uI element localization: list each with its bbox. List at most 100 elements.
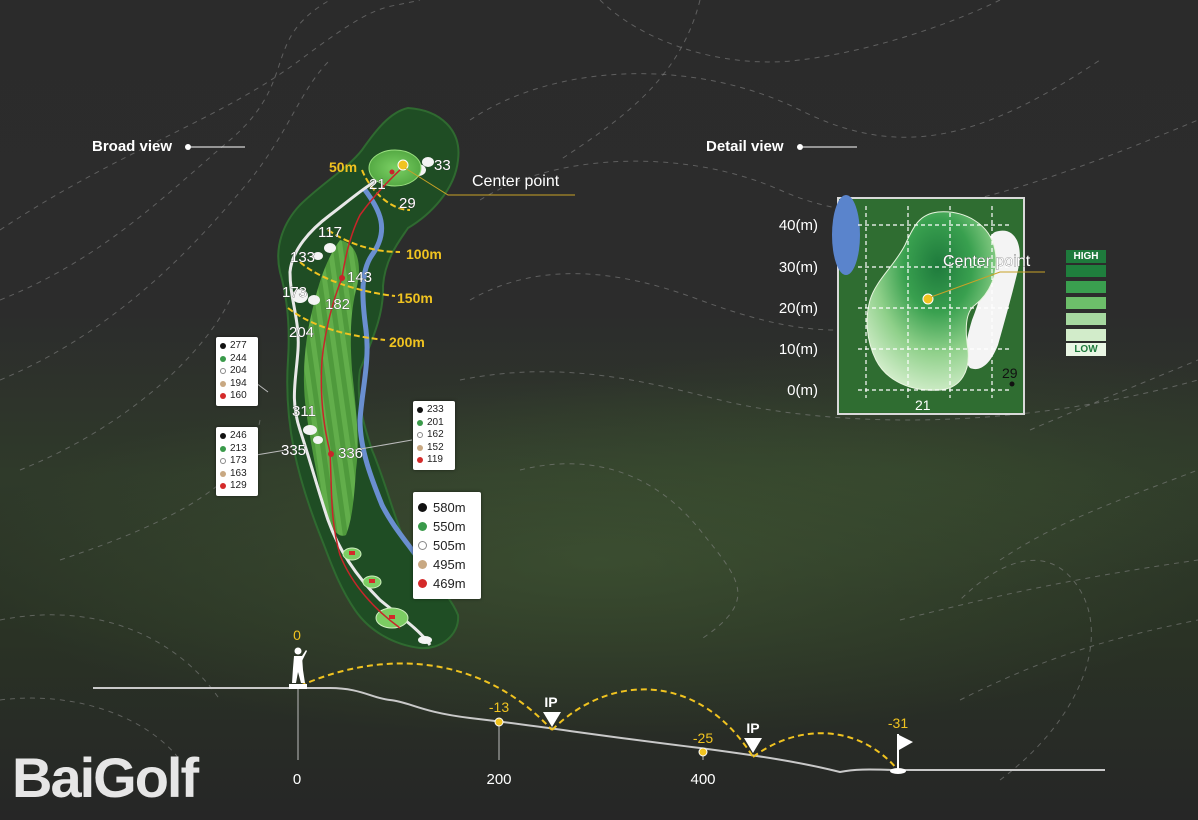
flag-icon xyxy=(890,734,913,774)
hole-number: 335 xyxy=(281,442,306,459)
legend-value: 244 xyxy=(230,352,247,364)
distance-value: 0 xyxy=(293,771,301,788)
fairway xyxy=(303,240,359,536)
center-point-label: Center point xyxy=(472,173,560,190)
legend-dot-icon xyxy=(220,380,226,387)
hole-number: 133 xyxy=(290,249,315,266)
axis-label: 20(m) xyxy=(779,300,818,317)
legend-row: 580m xyxy=(418,498,476,517)
legend-row: 173 xyxy=(220,455,254,468)
legend-row: 160 xyxy=(220,390,254,403)
golfer-icon xyxy=(289,647,307,689)
ip-label: IP xyxy=(746,720,759,736)
hole-number: 173 xyxy=(282,284,307,301)
legend-dot-icon xyxy=(417,407,423,414)
brand-logo-text: BaiGolf xyxy=(12,746,199,809)
detail-grid xyxy=(858,206,1010,398)
legend-dot-icon xyxy=(417,419,423,426)
legend-value: 201 xyxy=(427,416,444,428)
legend-dot-icon xyxy=(220,483,226,490)
legend-dot-icon xyxy=(220,343,226,350)
scale-low: LOW xyxy=(1066,343,1106,356)
legend-dot-icon xyxy=(220,470,226,477)
legend-value: 173 xyxy=(230,455,247,466)
legend-row: 495m xyxy=(418,555,476,574)
elevation-value: 0 xyxy=(293,627,301,643)
legend-row: 213 xyxy=(220,443,254,456)
hole-number: 182 xyxy=(325,296,350,313)
ground-line xyxy=(93,687,1105,774)
legend-value: 505m xyxy=(433,538,466,553)
hole-number: 117 xyxy=(318,224,342,241)
legend-dot-icon xyxy=(417,444,423,451)
legend-dot-icon xyxy=(417,432,423,439)
putting-green xyxy=(368,149,422,187)
hole-number: 311 xyxy=(292,403,316,420)
broad-view-text: Broad view xyxy=(92,138,173,155)
ip-markers xyxy=(543,712,762,753)
ip-label: IP xyxy=(544,694,557,710)
legend-value: 246 xyxy=(230,430,247,441)
legend-value: 213 xyxy=(230,442,247,454)
legend-dot-icon xyxy=(220,393,226,400)
legend-dot-icon xyxy=(220,458,226,465)
legend-row: 152 xyxy=(417,442,451,455)
legend-value: 152 xyxy=(427,441,444,453)
detail-view-text: Detail view xyxy=(706,138,784,155)
legend-row: 469m xyxy=(418,574,476,593)
axis-label: 30(m) xyxy=(779,259,818,276)
water-hazard xyxy=(357,187,421,561)
legend-row: 505m xyxy=(418,536,476,555)
legend-value: 119 xyxy=(427,454,443,465)
legend-value: 277 xyxy=(230,340,247,351)
legend-row: 246 xyxy=(220,430,254,443)
distance-100m: 100m xyxy=(406,246,442,262)
hole-rough xyxy=(277,106,460,650)
legend-value: 495m xyxy=(433,557,466,572)
hole-number: 33 xyxy=(434,157,451,174)
legend-dot-icon xyxy=(417,457,423,464)
tee-totals-legend: 580m 550m 505m 495m 469m xyxy=(413,492,481,599)
detail-number-right: 29 xyxy=(1002,365,1018,381)
center-point-leader xyxy=(404,167,575,196)
legend-value: 163 xyxy=(230,467,247,479)
distance-value: 400 xyxy=(690,771,715,788)
legend-value: 580m xyxy=(433,500,466,515)
detail-center-label: Center point xyxy=(943,253,1031,270)
broad-view-label: Broad view xyxy=(92,138,172,155)
detail-view-connector xyxy=(797,144,857,150)
center-point-marker xyxy=(397,159,409,171)
legend-row: 550m xyxy=(418,517,476,536)
legend-value: 162 xyxy=(427,429,444,440)
hole-number: 336 xyxy=(338,445,363,462)
cart-path xyxy=(288,173,432,646)
legend-dot-icon xyxy=(418,503,427,512)
axis-label: 40(m) xyxy=(779,217,818,234)
hole-number: 29 xyxy=(399,195,416,212)
legend-row: 194 xyxy=(220,378,254,391)
legend-dot-icon xyxy=(418,522,427,531)
distance-150m: 150m xyxy=(397,290,433,306)
legend-value: 160 xyxy=(230,390,247,401)
legend-value: 233 xyxy=(427,404,444,415)
elevation-value: -31 xyxy=(888,715,908,731)
shot-line xyxy=(320,166,404,629)
legend-row: 233 xyxy=(417,404,451,417)
legend-dot-icon xyxy=(220,445,226,452)
legend-value: 129 xyxy=(230,480,247,491)
legend-dot-icon xyxy=(418,579,427,588)
detail-bunker xyxy=(965,230,1020,370)
legend-row: 277 xyxy=(220,340,254,353)
legend-value: 204 xyxy=(230,365,247,376)
broad-view-connector xyxy=(185,144,245,150)
legend-row: 201 xyxy=(417,417,451,430)
distance-50m: 50m xyxy=(329,159,357,175)
legend-value: 469m xyxy=(433,576,466,591)
